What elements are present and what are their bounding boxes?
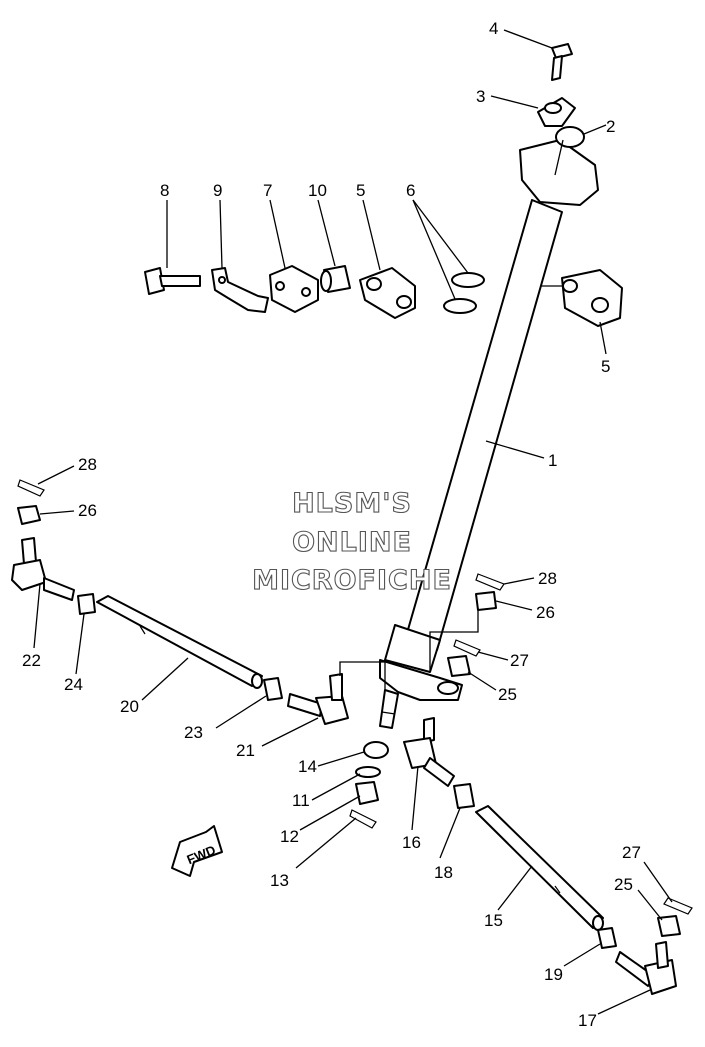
castle-nut-25-upper — [447, 655, 471, 677]
callout-27-lower: 27 — [622, 843, 641, 862]
callout-27-upper: 27 — [510, 651, 529, 670]
tie-rod-end-16 — [403, 717, 455, 787]
watermark-line-1: HLSM'S — [292, 488, 412, 519]
nut-19 — [597, 927, 617, 949]
watermark-line-3: MICROFICHE — [252, 565, 452, 596]
callout-2: 2 — [606, 117, 615, 136]
callout-5-left: 5 — [356, 181, 365, 200]
callout-10: 10 — [308, 181, 327, 200]
callout-24: 24 — [64, 675, 83, 694]
callout-28-right: 28 — [538, 569, 557, 588]
callout-11: 11 — [292, 791, 310, 810]
circlip-6 — [443, 272, 485, 314]
callout-3: 3 — [476, 87, 485, 106]
leader-lines — [33, 29, 673, 1015]
cotter-pin-28-left — [17, 479, 45, 497]
tie-rod-end-22 — [11, 537, 75, 601]
callout-20: 20 — [120, 697, 139, 716]
castle-nut-26-left — [17, 505, 41, 525]
nut-18 — [453, 783, 475, 809]
castle-nut-25-lower — [657, 915, 681, 937]
nut-23 — [263, 677, 283, 701]
callout-21: 21 — [236, 741, 255, 760]
cotter-pin-27-lower — [663, 897, 693, 915]
cotter-pin-13 — [349, 809, 377, 829]
callout-9: 9 — [213, 181, 222, 200]
bushing-cap-2 — [555, 126, 585, 148]
bushing-14 — [363, 741, 389, 759]
callout-28-left: 28 — [78, 455, 97, 474]
castle-nut-12 — [355, 781, 379, 805]
bolt-8 — [144, 267, 201, 295]
forward-direction-arrow: FWD — [171, 825, 223, 877]
nut-24 — [77, 593, 96, 615]
callout-7: 7 — [263, 181, 272, 200]
tie-rod-20 — [96, 595, 263, 689]
cotter-pin-28-right — [475, 573, 505, 591]
tie-rod-15 — [475, 805, 604, 931]
watermark: HLSM'S ONLINE MICROFICHE — [252, 487, 452, 596]
callout-15: 15 — [484, 911, 503, 930]
callout-8: 8 — [160, 181, 169, 200]
callout-16: 16 — [402, 833, 421, 852]
callout-14: 14 — [298, 757, 317, 776]
callout-26-left: 26 — [78, 501, 97, 520]
callout-23: 23 — [184, 723, 203, 742]
washer-11 — [355, 766, 381, 778]
callout-4: 4 — [489, 19, 498, 38]
callout-12: 12 — [280, 827, 299, 846]
callout-13: 13 — [270, 871, 289, 890]
callout-22: 22 — [22, 651, 41, 670]
callout-6: 6 — [406, 181, 415, 200]
callout-25-lower: 25 — [614, 875, 633, 894]
plate-7 — [269, 265, 319, 313]
callout-19: 19 — [544, 965, 563, 984]
callout-26-right: 26 — [536, 603, 555, 622]
split-clamp-5-left — [359, 267, 416, 319]
split-clamp-5-right — [561, 269, 623, 327]
tie-rod-end-17 — [615, 941, 677, 995]
lock-plate-9 — [211, 267, 269, 313]
collar-10 — [320, 265, 351, 293]
callout-5-right: 5 — [601, 357, 610, 376]
flange-bolt-4 — [551, 43, 573, 81]
castle-nut-26-right — [475, 591, 497, 611]
watermark-line-2: ONLINE — [292, 527, 412, 558]
steering-column-shaft — [379, 199, 563, 729]
callout-25-upper: 25 — [498, 685, 517, 704]
callout-18: 18 — [434, 863, 453, 882]
cotter-pin-27-upper — [453, 639, 481, 657]
callout-labels: 4 3 2 8 9 7 10 5 6 5 1 28 26 22 24 20 23… — [22, 19, 641, 1030]
upper-column-bracket — [519, 97, 599, 206]
callout-17: 17 — [578, 1011, 597, 1030]
tie-rod-end-21 — [287, 673, 349, 725]
callout-1: 1 — [548, 451, 557, 470]
